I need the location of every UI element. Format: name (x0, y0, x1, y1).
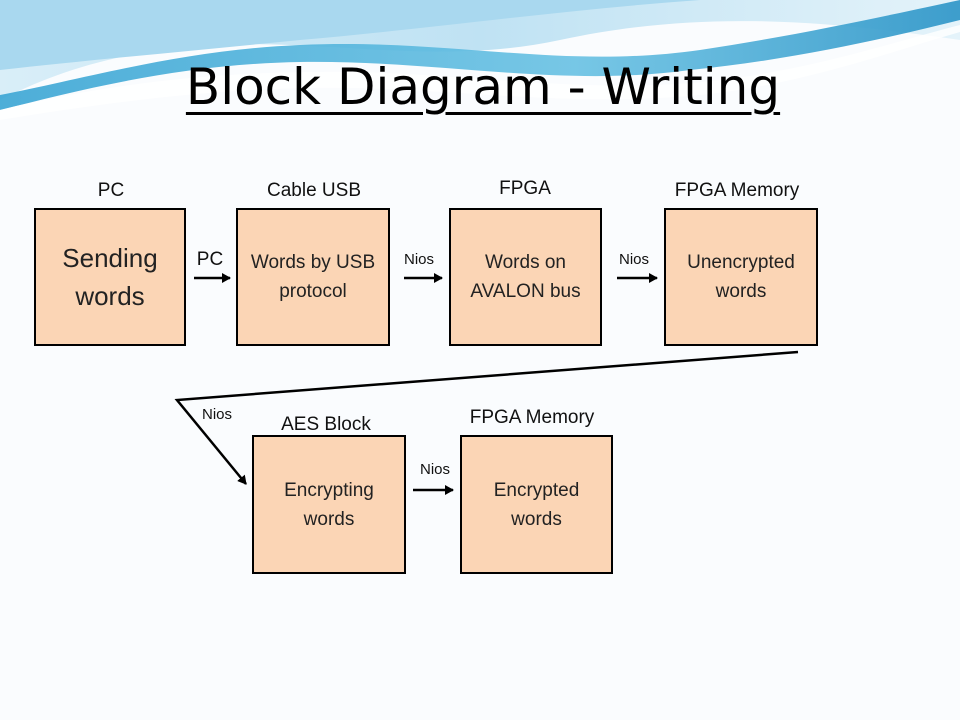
block-encrypted-words: Encrypted words (460, 435, 613, 574)
block-unencrypted-words: Unencrypted words (664, 208, 818, 346)
block-words-by-usb: Words by USB protocol (236, 208, 390, 346)
page-title: Block Diagram - Writing (185, 58, 781, 116)
block-header-aes: AES Block (281, 414, 371, 435)
edge-label-nios-1: Nios (403, 251, 435, 268)
edge-label-nios-2: Nios (618, 251, 650, 268)
block-words-on-avalon: Words on AVALON bus (449, 208, 602, 346)
block-sending-words: Sending words (34, 208, 186, 346)
block-header-fpga: FPGA (499, 178, 551, 199)
block-header-pc: PC (97, 180, 125, 201)
edge-label-pc: PC (196, 249, 224, 270)
block-header-fpga-memory-1: FPGA Memory (674, 180, 800, 201)
block-encrypting-words: Encrypting words (252, 435, 406, 574)
edge-label-nios-3: Nios (201, 406, 233, 423)
block-header-fpga-memory-2: FPGA Memory (469, 407, 595, 428)
block-header-cable-usb: Cable USB (267, 180, 361, 201)
edge-label-nios-4: Nios (419, 461, 451, 478)
